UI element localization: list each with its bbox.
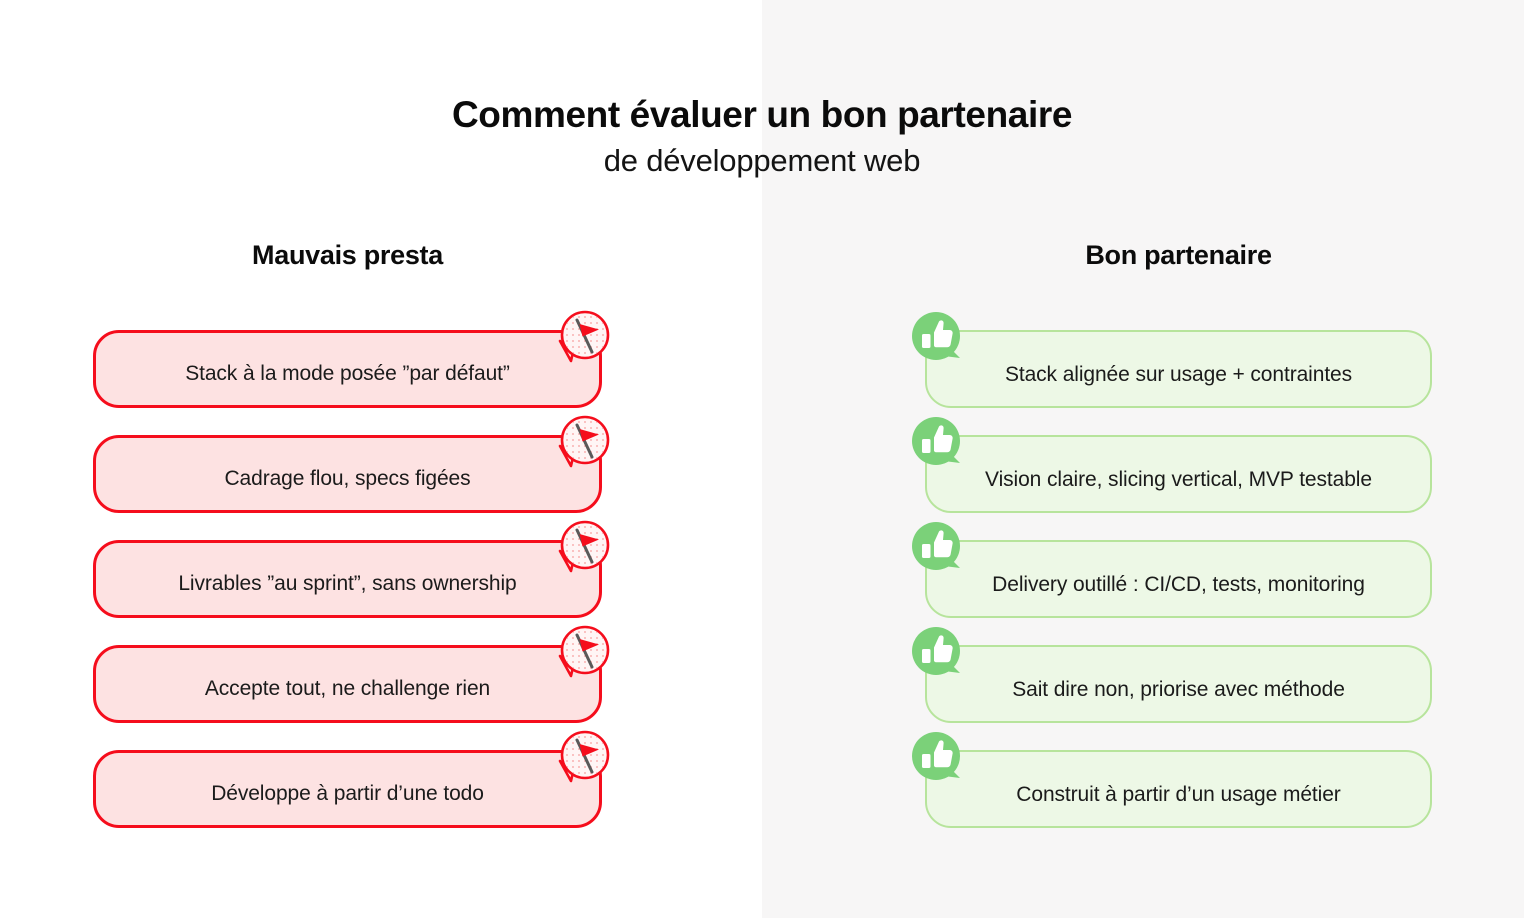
bad-card-label: Cadrage flou, specs figées [224,466,471,490]
list-item: Sait dire non, priorise avec méthode [912,627,1432,723]
title-sub-line: de développement web [603,143,921,179]
bad-card: Livrables ”au sprint”, sans ownership [93,540,602,618]
column-good-partner: Stack alignée sur usage + contraintes Vi… [912,312,1432,828]
list-item: Vision claire, slicing vertical, MVP tes… [912,417,1432,513]
column-bad-presta: Stack à la mode posée ”par défaut” [93,310,610,828]
bad-card: Stack à la mode posée ”par défaut” [93,330,602,408]
list-item: Livrables ”au sprint”, sans ownership [93,520,610,618]
good-card-label: Sait dire non, priorise avec méthode [1012,677,1345,701]
good-card: Delivery outillé : CI/CD, tests, monitor… [925,540,1432,618]
list-item: Construit à partir d’un usage métier [912,732,1432,828]
list-item: Stack alignée sur usage + contraintes [912,312,1432,408]
list-item: Développe à partir d’une todo [93,730,610,828]
good-card-label: Vision claire, slicing vertical, MVP tes… [985,467,1372,491]
list-item: Cadrage flou, specs figées [93,415,610,513]
good-card-label: Delivery outillé : CI/CD, tests, monitor… [992,572,1365,596]
bad-card-label: Stack à la mode posée ”par défaut” [185,361,510,385]
list-item: Accepte tout, ne challenge rien [93,625,610,723]
good-card-label: Stack alignée sur usage + contraintes [1004,362,1353,386]
bad-card: Développe à partir d’une todo [93,750,602,828]
bad-card: Accepte tout, ne challenge rien [93,645,602,723]
column-heading-bad: Mauvais presta [252,240,443,270]
good-card: Construit à partir d’un usage métier [925,750,1432,828]
column-heading-good: Bon partenaire [1085,240,1272,270]
list-item: Stack à la mode posée ”par défaut” [93,310,610,408]
good-card-label: Construit à partir d’un usage métier [1016,782,1341,806]
bad-card: Cadrage flou, specs figées [93,435,602,513]
good-card: Vision claire, slicing vertical, MVP tes… [925,435,1432,513]
bad-card-label: Développe à partir d’une todo [211,781,484,805]
good-card: Stack alignée sur usage + contraintes [925,330,1432,408]
title-main-line: Comment évaluer un bon partenaire [451,94,1073,135]
bad-card-label: Accepte tout, ne challenge rien [204,676,491,700]
bad-card-label: Livrables ”au sprint”, sans ownership [178,571,517,595]
page-title: Comment évaluer un bon partenaire de dév… [0,92,1524,181]
list-item: Delivery outillé : CI/CD, tests, monitor… [912,522,1432,618]
good-card: Sait dire non, priorise avec méthode [925,645,1432,723]
